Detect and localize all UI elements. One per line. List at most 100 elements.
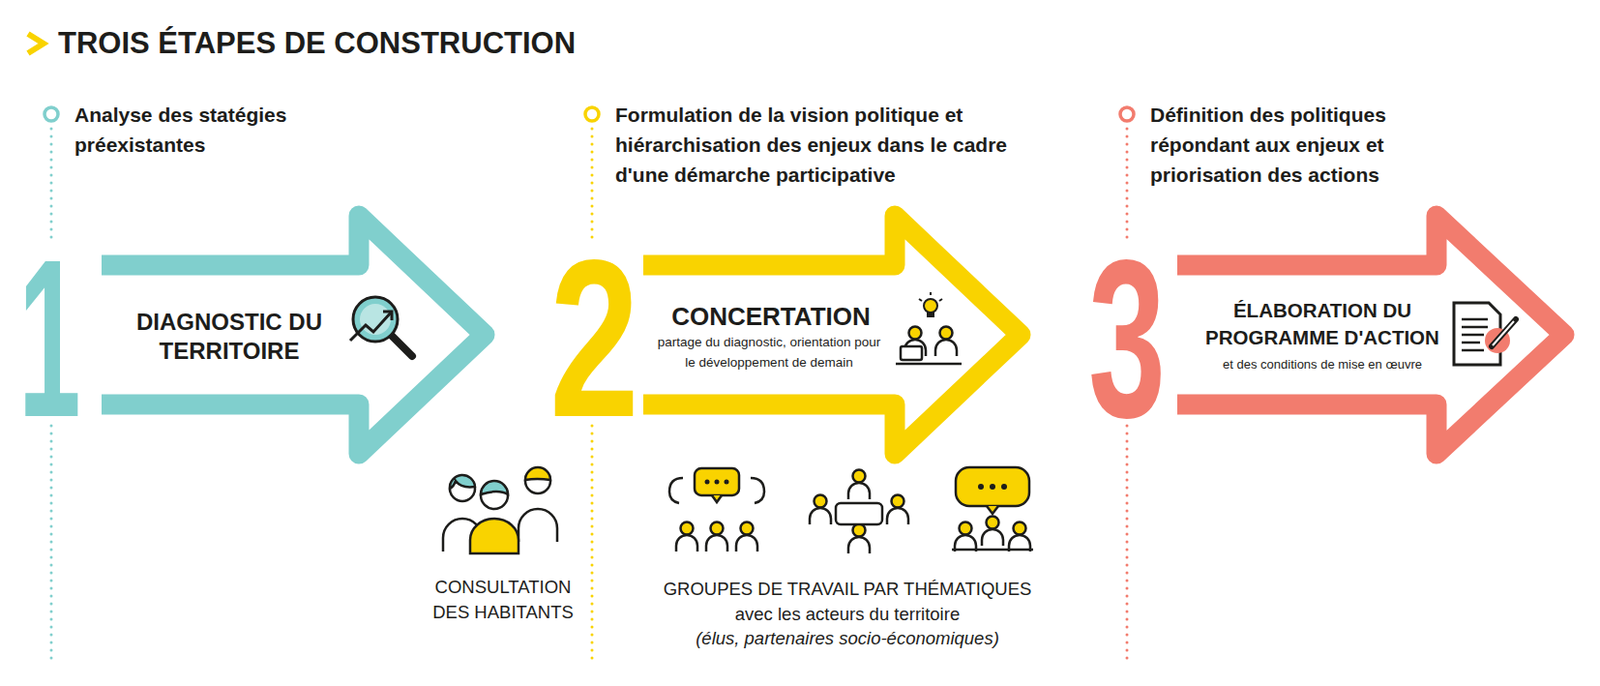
meeting-icon-part — [929, 292, 932, 296]
step-markers-part — [585, 107, 599, 121]
dotted-guide-part — [50, 425, 54, 666]
step-markers-part — [44, 107, 59, 121]
residents-icon-part — [449, 474, 475, 489]
magnifier-icon-part — [390, 334, 413, 356]
dotted-guide-part — [1125, 425, 1129, 666]
meeting-icon-part — [904, 326, 926, 357]
discussion-icon-part — [981, 516, 1004, 547]
workgroup-icon-part — [714, 479, 720, 485]
dotted-guide-part — [591, 425, 594, 666]
consultation-label: CONSULTATION DES HABITANTS — [415, 574, 591, 625]
workgroup-icon-part — [705, 479, 711, 485]
residents-icon-part — [449, 475, 475, 502]
magnifier-icon-part — [359, 303, 391, 335]
discussion-icon-part — [989, 483, 996, 490]
workgroup-icon — [669, 468, 765, 552]
document-icon-part — [1453, 302, 1501, 365]
step-number: 2 — [549, 226, 640, 451]
discussion-icon-part — [954, 522, 977, 553]
meeting-icon-part — [926, 312, 935, 318]
step-heading: Analyse des statégies préexistantes — [74, 99, 328, 160]
step-arrow: Analyse des statégies préexistantes1DIAG… — [22, 96, 516, 466]
magnifier-icon-part — [383, 311, 392, 321]
meeting-icon-part — [939, 298, 943, 301]
step-arrow: Définition des politiques répondant aux … — [1092, 96, 1586, 466]
discussion-icon-part — [951, 548, 1034, 552]
step-number: 1 — [18, 226, 82, 451]
dotted-guide-part — [591, 128, 594, 244]
step-title: CONCERTATION — [654, 301, 888, 331]
arrow-outline — [101, 215, 485, 454]
round-table-icon-part — [835, 503, 883, 525]
workgroup-icon-part — [694, 468, 740, 496]
meeting-icon-part — [900, 346, 922, 360]
title-chevron-part — [28, 33, 44, 54]
dotted-guide — [51, 128, 1127, 666]
workgroup-note: (élus, partenaires socio-économiques) — [624, 625, 1070, 652]
meeting-icon-part — [918, 298, 922, 301]
step-number: 3 — [1088, 226, 1166, 451]
dotted-guide-part — [50, 128, 54, 244]
document-icon-part — [1484, 327, 1511, 354]
residents-icon-part — [525, 468, 551, 494]
document-icon-part-part — [1461, 318, 1488, 322]
dotted-guide-part — [1125, 128, 1129, 244]
round-table-icon-part — [887, 495, 909, 526]
round-table-icon-part — [848, 524, 870, 555]
workgroup-icon-part — [750, 477, 765, 504]
residents-icon — [443, 467, 558, 554]
discussion-icon-part — [977, 483, 984, 490]
residents-icon-part — [443, 518, 482, 552]
arrow-outline — [1177, 215, 1565, 454]
arrow-outline — [643, 215, 1021, 454]
document-icon-part — [1461, 319, 1488, 351]
workgroup-label: GROUPES DE TRAVAIL PAR THÉMATIQUES — [624, 576, 1070, 602]
step-heading: Formulation de la vision politique et hi… — [615, 99, 1012, 190]
workgroup-icon-part — [724, 479, 730, 485]
residents-icon-part — [525, 467, 551, 480]
workgroup-icon-part — [711, 495, 722, 503]
discussion-icon-part — [986, 505, 999, 514]
magnifier-icon-part — [353, 296, 398, 342]
meeting-icon-part — [923, 298, 938, 313]
step-title: DIAGNOSTIC DU TERRITOIRE — [113, 307, 346, 366]
step-markers — [44, 107, 1134, 121]
round-table-icon-part — [848, 470, 870, 501]
workgroup-icon-part — [676, 522, 698, 553]
residents-icon-part — [470, 518, 519, 554]
step-description: et des conditions de mise en œuvre — [1201, 355, 1444, 374]
workgroup-icon-part — [706, 522, 728, 553]
document-icon-part-part — [1461, 333, 1484, 337]
residents-icon-part — [480, 481, 508, 509]
magnifier-icon — [350, 296, 413, 356]
step-markers-part — [1120, 107, 1134, 121]
document-icon-part — [1491, 319, 1516, 347]
meeting-icon-part — [895, 362, 962, 366]
workgroup-icon-part — [736, 522, 758, 553]
workgroup-icon-part — [669, 477, 683, 504]
discussion-icon — [951, 467, 1034, 552]
round-table-icon-part — [809, 495, 831, 526]
discussion-icon-part — [955, 467, 1030, 506]
step-description: partage du diagnostic, orientation pour … — [654, 331, 884, 373]
residents-icon-part — [480, 480, 508, 495]
diagram-title: TROIS ÉTAPES DE CONSTRUCTION — [58, 24, 576, 63]
document-icon-part-part — [1461, 349, 1484, 353]
round-table-icon — [809, 470, 909, 555]
step-heading: Définition des politiques répondant aux … — [1150, 99, 1433, 190]
discussion-icon-part — [1008, 522, 1031, 553]
workgroup-note: avec les acteurs du territoire — [624, 601, 1070, 627]
meeting-icon-part — [935, 326, 957, 357]
magnifier-icon-part — [350, 311, 392, 341]
document-icon-part — [1492, 321, 1514, 346]
step-arrow: Formulation de la vision politique et hi… — [551, 96, 1045, 466]
meeting-icon — [895, 292, 962, 364]
residents-icon-part — [518, 508, 558, 542]
document-icon — [1453, 302, 1516, 365]
discussion-icon-part — [1001, 483, 1008, 490]
document-icon-part-part — [1461, 325, 1488, 329]
step-title: ÉLABORATION DU PROGRAMME D'ACTION — [1201, 296, 1444, 352]
title-chevron — [28, 33, 44, 54]
document-icon-part-part — [1461, 341, 1481, 345]
